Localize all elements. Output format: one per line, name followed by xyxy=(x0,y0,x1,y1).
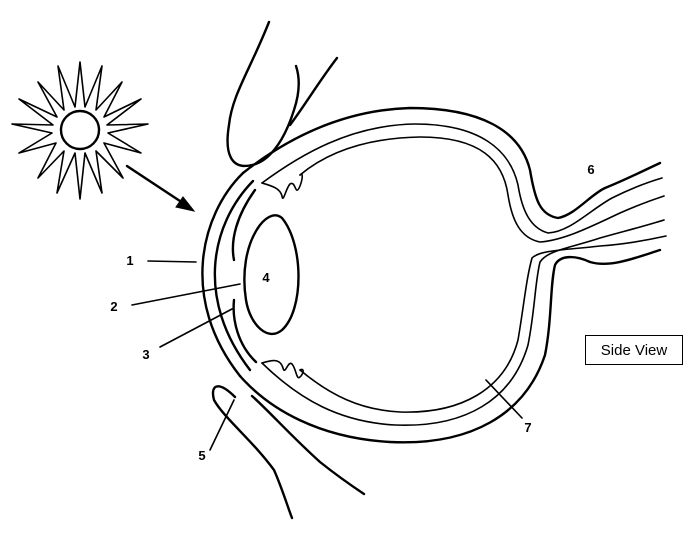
label-2: 2 xyxy=(110,299,117,314)
iris xyxy=(231,188,258,364)
sun-icon xyxy=(11,61,149,200)
lens xyxy=(243,214,300,336)
label-5: 5 xyxy=(198,448,205,463)
label-1: 1 xyxy=(126,253,133,268)
leader-lines xyxy=(131,260,523,451)
label-7: 7 xyxy=(524,420,531,435)
eyeball-wall xyxy=(238,106,667,444)
label-4: 4 xyxy=(262,270,270,285)
cornea xyxy=(201,171,255,378)
ciliary-body xyxy=(261,173,304,379)
lower-eyelid xyxy=(211,385,366,520)
side-view-label: Side View xyxy=(585,335,683,365)
light-ray-arrow xyxy=(125,164,196,212)
label-3: 3 xyxy=(142,347,149,362)
label-6: 6 xyxy=(587,162,594,177)
upper-eyelid xyxy=(226,20,339,168)
